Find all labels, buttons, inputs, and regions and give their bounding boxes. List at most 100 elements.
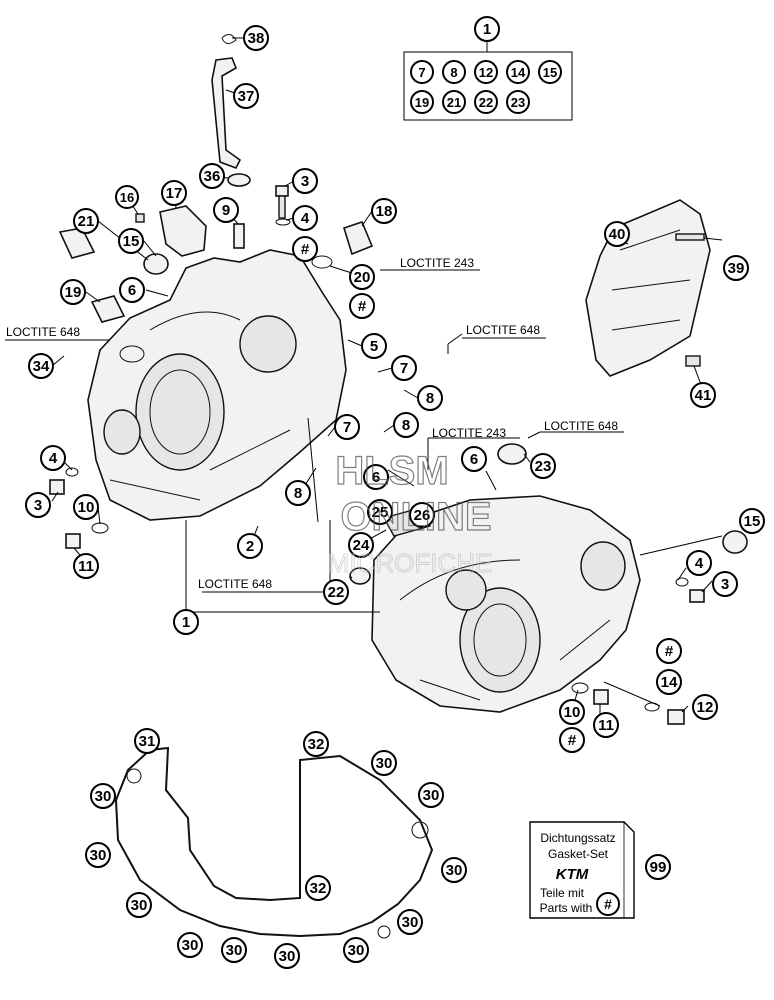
callout-circle (593, 712, 619, 738)
callout-number: 15 (744, 513, 761, 530)
callout-circle (349, 293, 375, 319)
callout-circle (134, 728, 160, 754)
crankcase-ribs (109, 311, 291, 501)
callout-number: 19 (415, 95, 429, 110)
callout-number: 8 (450, 65, 457, 80)
loctite-648-mid-label: LOCTITE 648 (544, 419, 618, 433)
callout-c23-mid: 23 (530, 453, 556, 479)
callout-number: 8 (426, 390, 434, 407)
callout-circle (213, 197, 239, 223)
gasket-hole-2 (411, 821, 429, 839)
callout-number: # (358, 298, 367, 315)
callout-c4-top: 4 (292, 205, 318, 231)
nipple-part (233, 223, 245, 249)
parts-artwork (49, 34, 748, 939)
callout-number: 7 (418, 65, 425, 80)
callout-c3-left: 3 (25, 492, 51, 518)
callout-number: 22 (328, 584, 345, 601)
callout-c9: 9 (213, 197, 239, 223)
loctite-648-left-label: LOCTITE 648 (6, 325, 80, 339)
callout-number: 11 (598, 717, 614, 734)
callout-number: 14 (661, 674, 678, 691)
callout-c30-h: 30 (177, 932, 203, 958)
callout-c2: 2 (237, 533, 263, 559)
callout-circle (73, 494, 99, 520)
callout-number: 30 (376, 755, 393, 772)
callout-circle (656, 638, 682, 664)
callout-number: # (301, 241, 310, 258)
callout-number: 24 (353, 537, 370, 554)
callout-number: 30 (446, 862, 463, 879)
callout-circle (343, 937, 369, 963)
callout-c30-a: 30 (371, 750, 397, 776)
callout-circle (115, 185, 139, 209)
loctite-648-bottom-label: LOCTITE 648 (198, 577, 272, 591)
right-shaft-bore-part (580, 541, 626, 591)
callout-circle (73, 553, 99, 579)
callout-c19: 19 (60, 279, 86, 305)
loctite-243-top-label: LOCTITE 243 (400, 256, 474, 270)
callout-c14-r: 14 (656, 669, 682, 695)
callout-number: 30 (423, 787, 440, 804)
gasket-hole (126, 768, 142, 784)
crank-bore-inner-part (149, 369, 211, 455)
callout-circle (442, 60, 466, 84)
callout-circle (559, 699, 585, 725)
callout-number: 14 (511, 65, 526, 80)
callout-c21: 21 (73, 208, 99, 234)
callout-hash-r: # (656, 638, 682, 664)
callout-circle (410, 60, 434, 84)
callout-c21-box: 21 (442, 90, 466, 114)
callout-c39: 39 (723, 255, 749, 281)
callout-c4-left: 4 (40, 445, 66, 471)
crankcase-gasket-part (114, 746, 434, 938)
callout-number: 4 (49, 450, 58, 467)
callout-c12-box: 12 (474, 60, 498, 84)
callout-c15-box: 15 (538, 60, 562, 84)
callout-c7-right: 7 (391, 355, 417, 381)
bushing-part-2 (143, 253, 169, 275)
callout-c8-mid: 8 (393, 412, 419, 438)
callout-circle (686, 550, 712, 576)
callout-number: 22 (479, 95, 493, 110)
callout-number: 5 (370, 338, 378, 355)
gasket-kit-hash: # (604, 896, 612, 912)
balancer-bore-part (103, 409, 141, 455)
hose-clamp-part (221, 34, 237, 44)
callout-c37: 37 (233, 83, 259, 109)
callout-circle (410, 90, 434, 114)
callout-c8-low: 8 (285, 480, 311, 506)
callout-c3-top: 3 (292, 168, 318, 194)
washer-part (275, 218, 291, 226)
callout-number: 31 (139, 733, 156, 750)
callout-number: 10 (78, 499, 95, 516)
callout-c1-top: 1 (474, 16, 500, 42)
callout-number: 1 (182, 614, 190, 631)
callout-number: # (665, 643, 674, 660)
callout-circle (739, 508, 765, 534)
callout-number: 25 (372, 504, 389, 521)
callout-circle (690, 382, 716, 408)
o-ring-left-part (91, 522, 109, 534)
watermark-line1: HLSM (335, 449, 448, 493)
callout-c30-b: 30 (90, 783, 116, 809)
callout-circle (409, 502, 435, 528)
callout-number: 30 (131, 897, 148, 914)
callout-c38: 38 (243, 25, 269, 51)
callout-number: 34 (33, 358, 50, 375)
callout-hash-20: # (349, 293, 375, 319)
callout-circle (292, 205, 318, 231)
callout-number: 3 (301, 173, 309, 190)
callout-circle (538, 60, 562, 84)
callout-circle (474, 16, 500, 42)
callout-c26: 26 (409, 502, 435, 528)
callout-c24: 24 (348, 532, 374, 558)
right-bore-part (445, 569, 487, 611)
callout-c6-mid: 6 (461, 446, 487, 472)
watermark-line2: ONLINE (340, 495, 491, 539)
callout-number: 19 (65, 284, 82, 301)
callout-c32-top: 32 (303, 731, 329, 757)
gasket-kit-line2: Gasket-Set (548, 847, 609, 861)
callout-c30-i: 30 (221, 937, 247, 963)
